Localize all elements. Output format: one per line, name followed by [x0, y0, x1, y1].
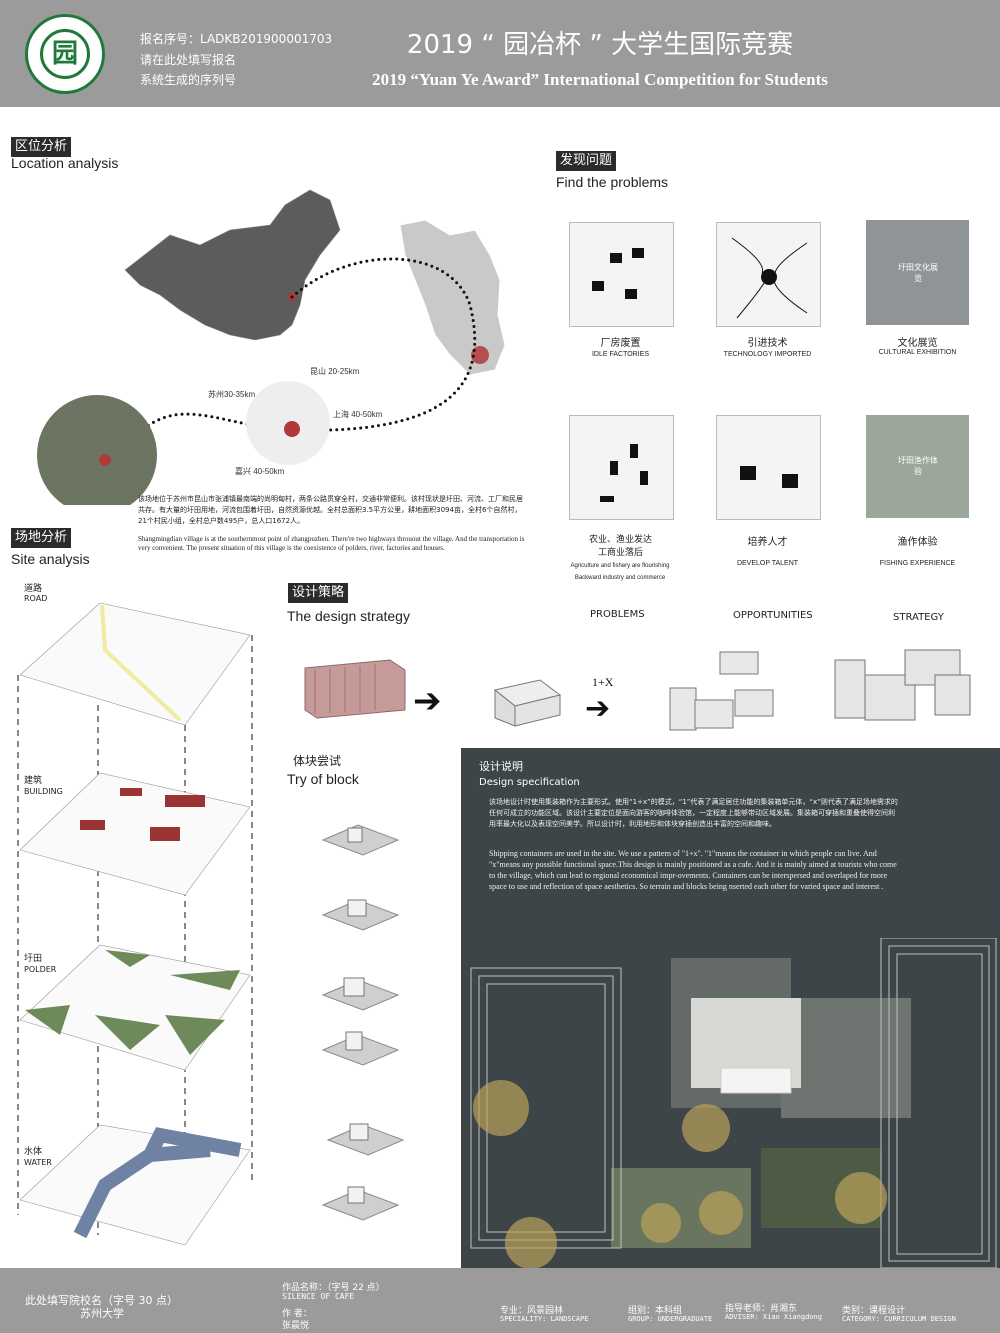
location-map [37, 189, 506, 505]
problems-tag: 发现问题 [556, 151, 617, 171]
strategy-header-problems: PROBLEMS [590, 609, 645, 620]
map-label-shanghai: 上海 40-50km [333, 410, 383, 419]
registration-number: 报名序号：LADKB201900001703 [140, 32, 333, 46]
work-name: SILENCE OF CAFE [282, 1292, 355, 1301]
province-map [399, 219, 506, 376]
region-marker [284, 421, 300, 437]
problem-sketch-factories [569, 222, 674, 327]
block-tries [321, 824, 405, 1221]
layer-building-en: BUILDING [24, 787, 63, 796]
work-name-label: 作品名称：（字号 22 点） [282, 1283, 385, 1293]
block-try-3 [321, 977, 400, 1011]
map-label-kunshan: 昆山 20-25km [310, 367, 360, 376]
layer-road-en: ROAD [24, 594, 48, 603]
problem-4-cn: 农业、渔业发达 工商业落后 [588, 534, 652, 557]
satellite-circle [37, 395, 157, 505]
header-bar: 园 报名序号：LADKB201900001703 请在此处填写报名 系统生成的序… [0, 0, 1000, 107]
strategy-tag: 设计策略 [288, 583, 349, 603]
strategy-subtitle: The design strategy [287, 608, 410, 624]
box-group-opportunities [669, 651, 774, 731]
problem-sketch-agriculture [569, 415, 674, 520]
block-try-1 [321, 824, 400, 856]
design-title-cn: 设计说明 [479, 760, 523, 773]
block-try-5 [326, 1123, 405, 1156]
site-plan [470, 938, 997, 1268]
photo-label-exhibition: 圩田文化展览 [898, 263, 938, 283]
location-description-en: Shangmingdian village is at the southern… [138, 535, 525, 552]
footer-bar: 此处填写院校名（字号 30 点） 苏州大学 作品名称：（字号 22 点） SIL… [0, 1268, 1000, 1333]
problem-sketch-technology [716, 222, 821, 327]
layer-polder-cn: 圩田 [24, 954, 43, 964]
problem-1-en: IDLE FACTORIES [591, 351, 650, 358]
advisor-en: ADVISER: Xiao Xiangdong [725, 1313, 822, 1321]
block-subtitle: Try of block [287, 771, 359, 787]
formula-label: 1+X [592, 675, 614, 689]
problems-subtitle: Find the problems [556, 174, 669, 190]
strategy-diagram: ➔ ➔ 1+X [304, 649, 971, 731]
layer-water-en: WATER [24, 1158, 52, 1167]
block-try-6 [321, 1186, 400, 1221]
registration-hint-1: 请在此处填写报名 [140, 53, 237, 67]
layer-water-cn: 水体 [24, 1147, 43, 1157]
arrow-2: ➔ [585, 691, 610, 726]
major-label: 专业：风景园林 [500, 1306, 564, 1316]
problem-sketch-talent [716, 415, 821, 520]
problem-photo-exhibition: 圩田文化展览 [866, 220, 969, 325]
design-title-en: Design specification [479, 777, 580, 788]
site-layers [17, 602, 253, 1246]
strategy-header-strategy: STRATEGY [893, 612, 944, 623]
layer-road-cn: 道路 [24, 584, 43, 594]
category-en: CATEGORY: CURRICULUM DESIGN [842, 1315, 956, 1323]
location-subtitle: Location analysis [11, 155, 119, 171]
photo-label-fishing: 圩田渔作体验 [898, 456, 938, 476]
design-panel: 设计说明 Design specification 该场地设计时使用集装箱作为主… [461, 748, 1000, 1268]
design-description-cn: 该场地设计时使用集装箱作为主要形式。使用“1+x”的模式，“1”代表了满足居住功… [489, 798, 898, 828]
author-label: 作 者： [282, 1309, 312, 1319]
author-name: 张晨悦 [282, 1321, 310, 1331]
block-try-2 [321, 899, 400, 931]
problem-2-cn: 引进技术 [747, 338, 788, 349]
strategy-header-opportunities: OPPORTUNITIES [733, 610, 813, 621]
problem-1-cn: 厂房废置 [600, 338, 641, 349]
china-map [124, 189, 341, 341]
layer-building-cn: 建筑 [24, 776, 43, 786]
problem-3-cn: 文化展览 [897, 338, 938, 349]
problem-photo-fishing: 圩田渔作体验 [866, 415, 969, 518]
problem-2-en: TECHNOLOGY IMPORTED [723, 351, 812, 358]
school-name: 苏州大学 [80, 1307, 124, 1320]
site-subtitle: Site analysis [11, 551, 90, 567]
competition-logo: 园 [25, 14, 105, 94]
problem-6-cn: 渔作体验 [897, 537, 938, 548]
category-label: 类别：课程设计 [842, 1306, 906, 1316]
problem-5-cn: 培养人才 [747, 537, 788, 548]
container-illustration [304, 659, 406, 719]
map-label-suzhou: 苏州30-35km [208, 390, 256, 399]
problem-6-en: FISHING EXPERIENCE [879, 560, 956, 567]
road-plane [19, 602, 251, 726]
advisor-label: 指导老师：肖湘东 [725, 1304, 798, 1314]
design-description-en: Shipping containers are used in the site… [489, 849, 897, 891]
major-en: SPECIALITY: LANDSCAPE [500, 1315, 589, 1323]
layer-polder-en: POLDER [24, 965, 57, 974]
site-tag: 场地分析 [11, 528, 72, 548]
problem-5-en: DEVELOP TALENT [736, 560, 799, 567]
problem-4-en: Agriculture and fishery are flourishing … [570, 563, 670, 581]
block-tag: 体块尝试 [293, 754, 342, 768]
location-tag: 区位分析 [11, 137, 72, 157]
location-description-cn: 该场地位于苏州市昆山市张浦镇最南端的尚明甸村，两条公路贯穿全村，交通非常便利。该… [138, 495, 523, 525]
map-label-jiaxing: 嘉兴 40-50km [235, 467, 285, 476]
problem-3-en: CULTURAL EXHIBITION [878, 349, 957, 356]
group-label: 组别：本科组 [628, 1306, 683, 1316]
title-english: 2019 “Yuan Ye Award” International Compe… [372, 70, 828, 89]
arrow-1: ➔ [413, 681, 442, 721]
dotted-route [118, 257, 477, 457]
registration-hint-2: 系统生成的序列号 [140, 73, 237, 87]
group-en: GROUP: UNDERGRADUATE [628, 1315, 713, 1323]
single-box [493, 679, 562, 727]
title-chinese: 2019 “ 园冶杯 ” 大学生国际竞赛 [406, 30, 794, 60]
box-group-strategy [834, 649, 971, 721]
block-try-4 [321, 1031, 400, 1066]
school-hint: 此处填写院校名（字号 30 点） [25, 1294, 178, 1307]
